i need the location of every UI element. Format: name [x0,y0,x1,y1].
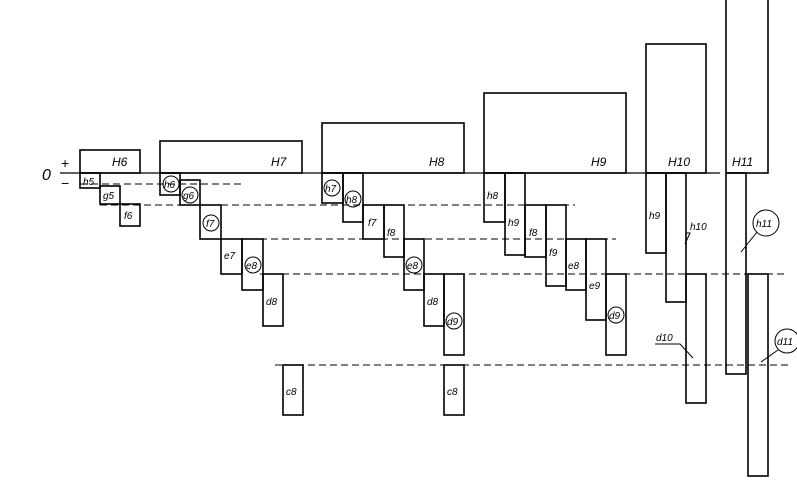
label-g6: g6 [183,191,195,202]
field-d9 [443,273,465,356]
label-h5: h5 [83,177,95,188]
label-H6: H6 [112,155,128,169]
field-e8 [241,238,264,291]
field-h10 [665,172,687,303]
field-H8 [321,122,465,174]
field-f8 [383,204,405,258]
label-h9: h9 [508,218,520,229]
plus-sign: + [61,155,69,171]
ring-h11 [752,209,780,237]
label-H8: H8 [429,155,445,169]
label-f6: f6 [124,211,133,222]
field-c8 [282,364,304,416]
label-f9: f9 [549,248,558,259]
field-g6 [179,179,201,206]
ring-h6 [162,175,180,193]
field-e9 [585,238,607,321]
field-h11 [725,172,747,375]
zero-label: 0 [42,167,51,184]
field-H7 [159,140,303,174]
label-f7: f7 [206,219,215,230]
field-H9 [483,92,627,174]
ring-d9-h9 [607,306,625,324]
label-e8-h9: e8 [568,261,580,272]
ring-e8 [244,256,262,274]
label-H11: H11 [732,155,753,169]
label-e7: e7 [224,251,236,262]
label-h11: h11 [756,219,772,230]
label-f7-h8: f7 [368,218,377,229]
leader-h10 [684,232,691,245]
field-h8 [342,172,364,223]
ring-e8-h8 [405,256,423,274]
label-h9-h10: h9 [649,211,661,222]
label-d8-h8: d8 [427,297,439,308]
field-h9 [504,172,526,256]
label-f8-h9: f8 [529,228,538,239]
field-d10 [685,273,707,404]
label-e8-h8: e8 [407,261,419,272]
field-H11 [725,0,769,174]
field-H10 [645,43,707,174]
label-d9: d9 [447,317,459,328]
group-h6: H6 h5 g5 f6 [79,149,141,227]
leader-h11 [740,231,758,253]
group-h7: H7 h6 g6 f7 e7 e8 d8 c8 [159,140,304,416]
field-f7 [199,204,222,240]
field-h5 [79,172,101,189]
label-h6: h6 [164,180,176,191]
ring-h8 [344,190,362,208]
label-f8: f8 [387,228,396,239]
label-d9-h9: d9 [609,311,621,322]
field-d9-h9 [605,273,627,356]
field-g5 [99,185,121,205]
label-H7: H7 [271,155,288,169]
field-e8-h8 [403,238,425,291]
ring-f7 [202,214,220,232]
label-h10: h10 [690,222,707,233]
leader-d10 [655,343,694,359]
label-h8-h9: h8 [487,191,499,202]
group-h9: H9 h8 h9 f8 f9 e8 e9 d9 [483,92,627,356]
label-d11: d11 [777,337,793,348]
field-c8-h8 [443,364,465,416]
ring-d11 [774,328,797,354]
ring-g6 [181,186,199,204]
label-g5: g5 [103,191,115,202]
group-h10: H10 h9 h10 d10 [645,43,707,404]
ring-h7 [323,179,341,197]
label-h8: h8 [346,195,358,206]
group-h11: H11 h11 d11 [725,0,797,477]
ring-d9 [445,312,463,330]
label-h7: h7 [325,184,337,195]
field-d8 [262,273,284,327]
label-H10: H10 [668,155,690,169]
field-H6 [79,149,141,174]
label-e9: e9 [589,281,601,292]
label-c8: c8 [286,387,297,398]
label-H9: H9 [591,155,607,169]
label-c8-h8: c8 [447,387,458,398]
leader-d11 [760,349,779,363]
group-h8: H8 h7 h8 f7 f8 e8 d8 d9 c8 [321,122,465,416]
minus-sign: − [61,175,69,191]
label-d8: d8 [266,297,278,308]
label-e8: e8 [246,261,258,272]
field-d11 [747,273,769,477]
field-f6 [119,203,141,227]
label-d10: d10 [656,333,673,344]
